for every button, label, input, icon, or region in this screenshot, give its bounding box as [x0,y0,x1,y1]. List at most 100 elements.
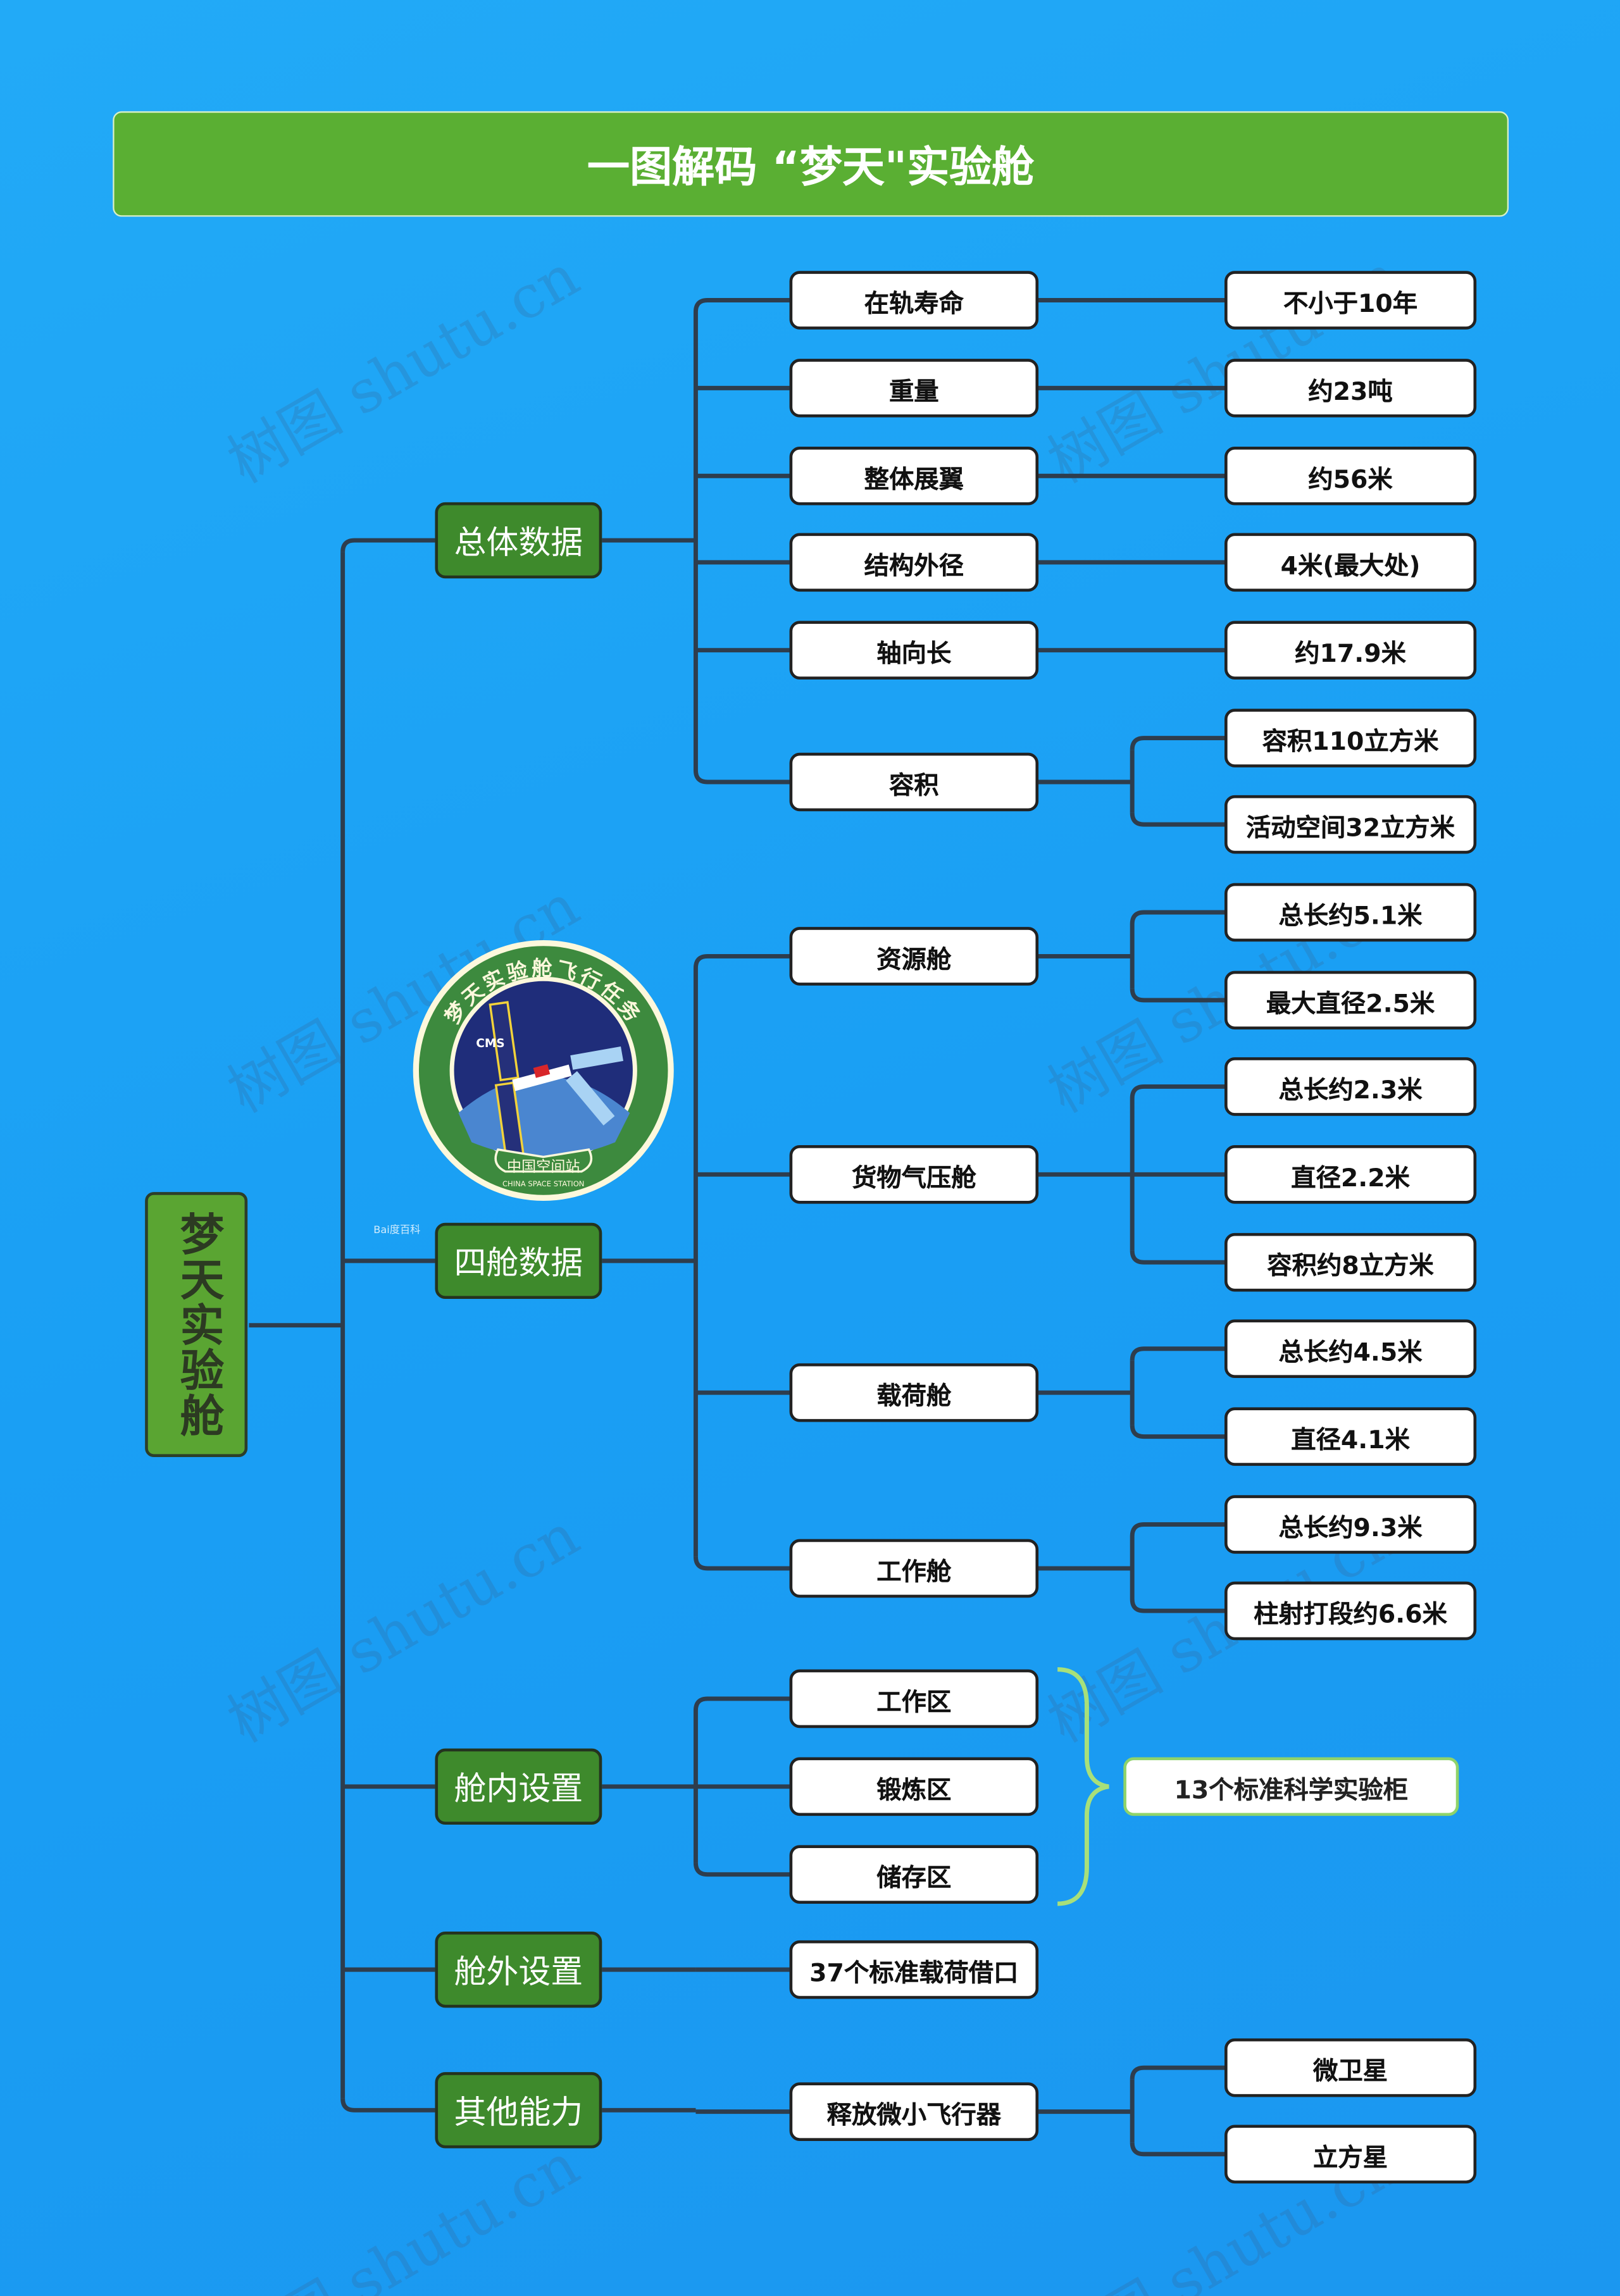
topic-node[interactable]: 轴向长 [789,621,1039,679]
trunk-branch [340,2098,435,2113]
branch-node-label: 舱内设置 [454,1772,583,1809]
leaf-branch [1130,736,1225,750]
leaf-node[interactable]: 4米(最大处) [1224,533,1477,592]
trunk-branch [340,538,435,552]
leaf-node-label: 柱射打段约6.6米 [1254,1599,1447,1629]
branch-node[interactable]: 四舱数据 [435,1222,602,1300]
topic-node[interactable]: 储存区 [789,1845,1039,1904]
root-node[interactable]: 梦天实验舱 [145,1192,248,1458]
leaf-node-label: 约23吨 [1308,377,1393,407]
topic-node-label: 重量 [888,377,939,407]
topic-node-label: 整体展翼 [864,464,964,495]
emblem-bottom-text: 中国空间站 [507,1159,580,1176]
leaf-node[interactable]: 直径4.1米 [1224,1407,1477,1466]
leaf-node[interactable]: 容积约8立方米 [1224,1232,1477,1292]
topic-node[interactable]: 资源舱 [789,927,1039,986]
leaf-branch [1130,910,1225,924]
leaf-node[interactable]: 容积110立方米 [1224,709,1477,767]
topic-node-label: 37个标准载荷借口 [809,1958,1019,1989]
sub-branch [693,953,790,969]
sub-branch [693,1556,790,1571]
leaf-node-label: 最大直径2.5米 [1266,989,1435,1019]
leaf-branch [1130,2142,1225,2157]
emblem-bottom-text-en: CHINA SPACE STATION [502,1179,584,1188]
leaf-node-label: 容积约8立方米 [1267,1251,1434,1281]
leaf-branch [1130,1599,1225,1613]
leaf-node-label: 总长约4.5米 [1278,1337,1423,1367]
leaf-branch [1130,2065,1225,2080]
topic-node[interactable]: 在轨寿命 [789,271,1039,330]
leaf-branch [1130,1084,1225,1099]
mission-emblem-image: CMS 梦天实验舱飞行任务 中国空间站 CHINA SPACE STATION [413,940,674,1201]
topic-node[interactable]: 释放微小飞行器 [789,2082,1039,2141]
leaf-node[interactable]: 总长约2.3米 [1224,1057,1477,1116]
branch-node-label: 其他能力 [454,2095,583,2133]
topic-node[interactable]: 载荷舱 [789,1363,1039,1422]
curly-brace [1057,1667,1109,1906]
summary-label: 13个标准科学实验柜 [1174,1775,1409,1805]
leaf-node[interactable]: 总长约4.5米 [1224,1319,1477,1379]
summary-node[interactable]: 13个标准科学实验柜 [1123,1757,1459,1816]
leaf-node[interactable]: 立方星 [1224,2125,1477,2184]
topic-node[interactable]: 结构外径 [789,533,1039,592]
sub-branch [693,298,790,313]
leaf-node[interactable]: 总长约5.1米 [1224,883,1477,942]
topic-node-label: 在轨寿命 [864,289,964,319]
leaf-node[interactable]: 微卫星 [1224,2038,1477,2097]
sub-branch [693,770,790,785]
branch-node[interactable]: 舱外设置 [435,1931,602,2008]
root-label: 梦天实验舱 [171,1211,223,1438]
leaf-node[interactable]: 活动空间32立方米 [1224,795,1477,854]
branch-node[interactable]: 其他能力 [435,2072,602,2149]
topic-node-label: 货物气压舱 [851,1163,976,1193]
leaf-node[interactable]: 约23吨 [1224,359,1477,418]
title-text: 一图解码 “梦天"实验舱 [587,142,1035,192]
topic-node[interactable]: 容积 [789,752,1039,812]
topic-node-label: 释放微小飞行器 [826,2101,1002,2130]
branch-node-label: 四舱数据 [454,1246,583,1283]
leaf-branch [1130,1346,1225,1361]
leaf-node-label: 活动空间32立方米 [1245,813,1455,843]
page-title: 一图解码 “梦天"实验舱 [113,111,1509,217]
leaf-node[interactable]: 最大直径2.5米 [1224,971,1477,1030]
leaf-node[interactable]: 约17.9米 [1224,621,1477,679]
leaf-node[interactable]: 柱射打段约6.6米 [1224,1581,1477,1641]
topic-node[interactable]: 货物气压舱 [789,1145,1039,1204]
leaf-node-label: 容积110立方米 [1262,727,1439,757]
branch-node[interactable]: 总体数据 [435,502,602,579]
topic-node[interactable]: 工作舱 [789,1539,1039,1598]
leaf-node-label: 直径2.2米 [1291,1163,1410,1193]
branch-node-label: 舱外设置 [454,1954,583,1992]
leaf-node[interactable]: 直径2.2米 [1224,1145,1477,1204]
leaf-node-label: 不小于10年 [1283,289,1418,319]
leaf-node-label: 约56米 [1308,464,1393,495]
leaf-node-label: 4米(最大处) [1280,551,1421,581]
topic-node-label: 轴向长 [876,639,952,669]
topic-node-label: 容积 [888,771,939,800]
topic-node-label: 结构外径 [864,551,964,581]
sub-branch [693,1862,790,1877]
topic-node[interactable]: 37个标准载荷借口 [789,1940,1039,1999]
leaf-branch [1130,988,1225,1003]
topic-node[interactable]: 重量 [789,359,1039,418]
topic-node[interactable]: 工作区 [789,1669,1039,1728]
topic-node[interactable]: 整体展翼 [789,446,1039,506]
topic-node-label: 载荷舱 [876,1381,952,1412]
topic-node-label: 资源舱 [876,945,952,975]
branch-node[interactable]: 舱内设置 [435,1748,602,1825]
baidu-watermark: Bai度百科 [373,1224,421,1236]
leaf-node[interactable]: 总长约9.3米 [1224,1495,1477,1554]
leaf-node[interactable]: 约56米 [1224,446,1477,506]
leaf-node-label: 总长约5.1米 [1278,901,1423,931]
leaf-branch [1130,1250,1225,1265]
topic-node-label: 锻炼区 [876,1775,952,1805]
topic-node-label: 工作区 [876,1687,952,1717]
topic-node[interactable]: 锻炼区 [789,1757,1039,1816]
topic-node-label: 储存区 [876,1863,952,1893]
leaf-node[interactable]: 不小于10年 [1224,271,1477,330]
leaf-node-label: 直径4.1米 [1291,1425,1410,1455]
leaf-node-label: 总长约9.3米 [1278,1513,1423,1543]
leaf-node-label: 立方星 [1313,2143,1388,2173]
